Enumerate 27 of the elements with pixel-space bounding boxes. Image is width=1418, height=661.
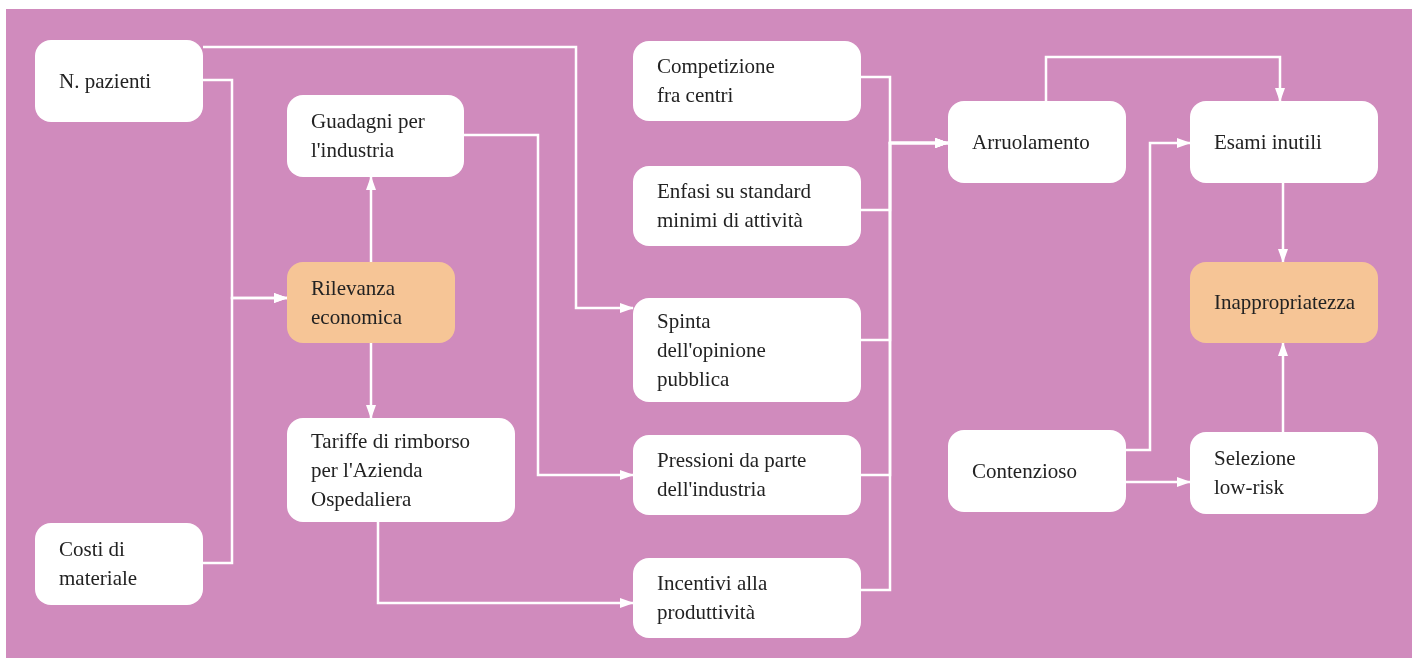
arrow bbox=[203, 45, 634, 313]
process-box: Costi di materiale bbox=[35, 523, 203, 605]
process-box: Esami inutili bbox=[1190, 101, 1378, 183]
process-box: Guadagni per l'industria bbox=[287, 95, 464, 177]
arrow bbox=[1278, 342, 1288, 432]
arrow bbox=[376, 522, 634, 608]
arrow bbox=[203, 293, 288, 565]
arrow bbox=[1126, 477, 1191, 487]
process-box: Spinta dell'opinione pubblica bbox=[633, 298, 861, 402]
arrow bbox=[1126, 138, 1191, 452]
process-box: Competizione fra centri bbox=[633, 41, 861, 121]
process-box: Incentivi alla produttività bbox=[633, 558, 861, 638]
arrow bbox=[1278, 183, 1288, 263]
highlighted-box: Rilevanza economica bbox=[287, 262, 455, 343]
process-box: Pressioni da parte dell'industria bbox=[633, 435, 861, 515]
arrow bbox=[861, 138, 949, 592]
process-box: Enfasi su standard minimi di attività bbox=[633, 166, 861, 246]
arrow bbox=[366, 176, 376, 262]
highlighted-box: Inappropriatezza bbox=[1190, 262, 1378, 343]
process-box: Tariffe di rimborso per l'Azienda Ospedaliera bbox=[287, 418, 515, 522]
arrow bbox=[366, 343, 376, 419]
process-box: Contenzioso bbox=[948, 430, 1126, 512]
arrow bbox=[464, 133, 634, 480]
arrow bbox=[1044, 55, 1285, 102]
process-box: Arruolamento bbox=[948, 101, 1126, 183]
process-box: Selezione low-risk bbox=[1190, 432, 1378, 514]
process-box: N. pazienti bbox=[35, 40, 203, 122]
